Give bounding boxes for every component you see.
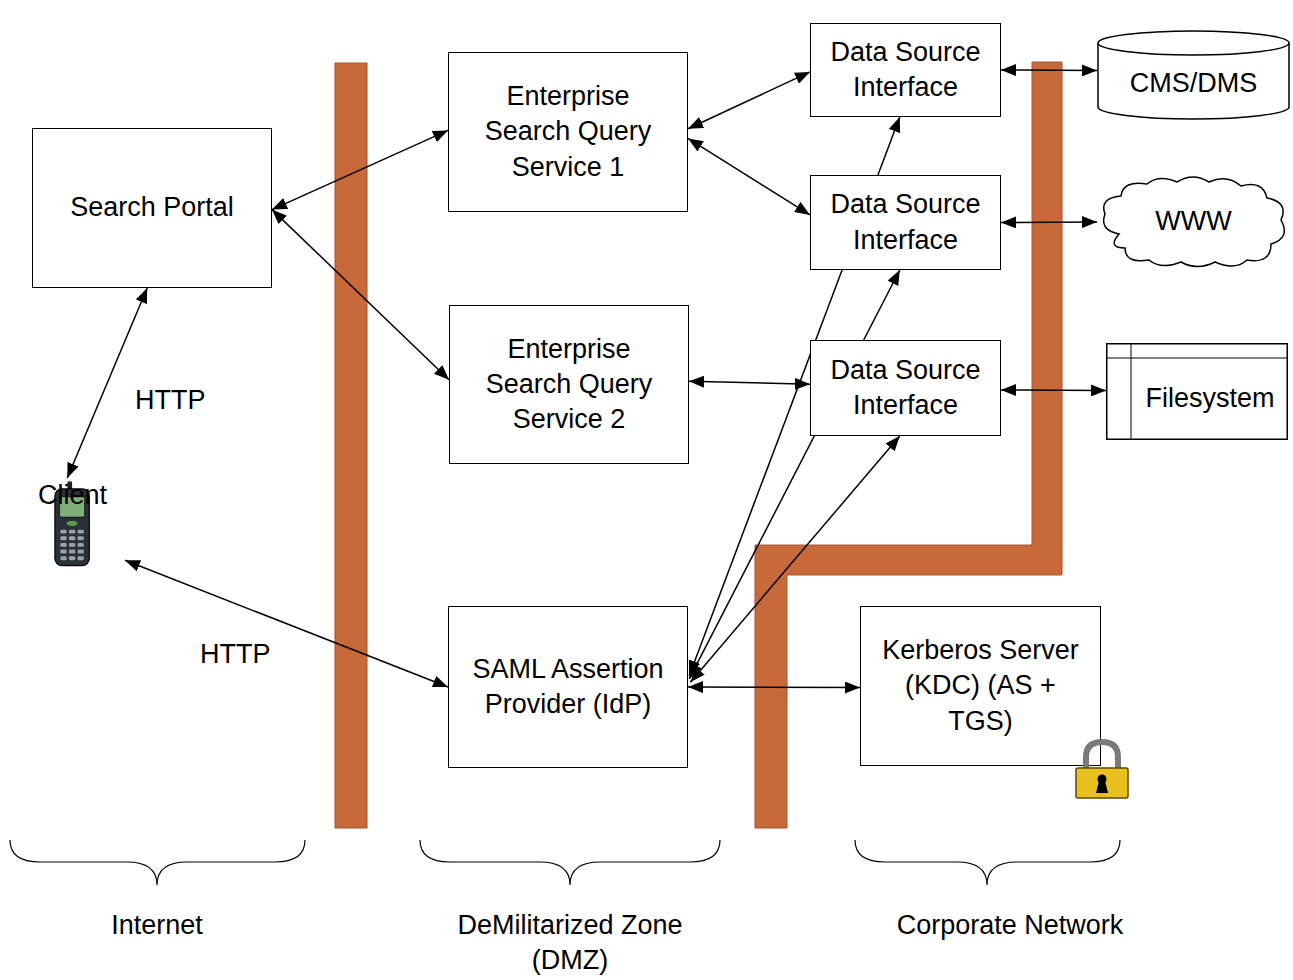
zone-bracket: [420, 840, 720, 885]
process-box: Enterprise Search Query Service 1: [448, 52, 688, 212]
node-text: Kerberos Server (KDC) (AS + TGS): [879, 633, 1082, 738]
node-text: Enterprise Search Query Service 2: [470, 332, 668, 437]
connector-arrow: [1001, 221, 1097, 223]
process-box: Enterprise Search Query Service 2: [449, 305, 689, 464]
zone-bracket: [10, 840, 305, 885]
node-text: Filesystem: [1145, 381, 1274, 416]
cylinder-node: CMS/DMS: [1097, 30, 1290, 120]
node-text: SAML Assertion Provider (IdP): [469, 652, 667, 722]
firewall-bar: [335, 63, 367, 828]
process-box: Search Portal: [32, 128, 272, 288]
connector-arrow: [1001, 69, 1097, 71]
connector-arrow: [689, 381, 810, 384]
connector-arrow: [688, 72, 810, 129]
filesystem-node: Filesystem: [1106, 343, 1288, 440]
process-box: Data Source Interface: [810, 340, 1001, 436]
connector-arrow: [1001, 389, 1106, 391]
protocol-label: HTTP: [133, 383, 208, 418]
client-node: Client: [20, 478, 125, 625]
connector-arrow: [272, 210, 449, 380]
node-text: Enterprise Search Query Service 1: [469, 79, 667, 184]
connector-arrow: [125, 560, 448, 687]
zone-bracket: [855, 840, 1120, 885]
connector-arrow: [688, 138, 810, 215]
connector-arrow: [688, 686, 860, 688]
zone-label: DeMilitarized Zone (DMZ): [420, 908, 720, 978]
padlock-icon: [1076, 742, 1128, 798]
node-text: WWW: [1155, 204, 1231, 239]
cloud-node: WWW: [1097, 172, 1290, 272]
connector-arrow: [272, 130, 448, 209]
process-box: SAML Assertion Provider (IdP): [448, 606, 688, 768]
process-box: Data Source Interface: [810, 175, 1001, 270]
node-text: Search Portal: [70, 190, 234, 225]
zone-label: Internet: [52, 908, 262, 943]
process-box: Kerberos Server (KDC) (AS + TGS): [860, 606, 1101, 766]
node-text: Data Source Interface: [821, 35, 990, 105]
node-text: CMS/DMS: [1130, 66, 1258, 101]
node-text: Data Source Interface: [821, 187, 990, 257]
process-box: Data Source Interface: [810, 23, 1001, 117]
node-text: Client: [38, 478, 107, 513]
zone-label: Corporate Network: [862, 908, 1158, 943]
protocol-label: HTTP: [198, 637, 273, 672]
node-text: Data Source Interface: [821, 353, 990, 423]
